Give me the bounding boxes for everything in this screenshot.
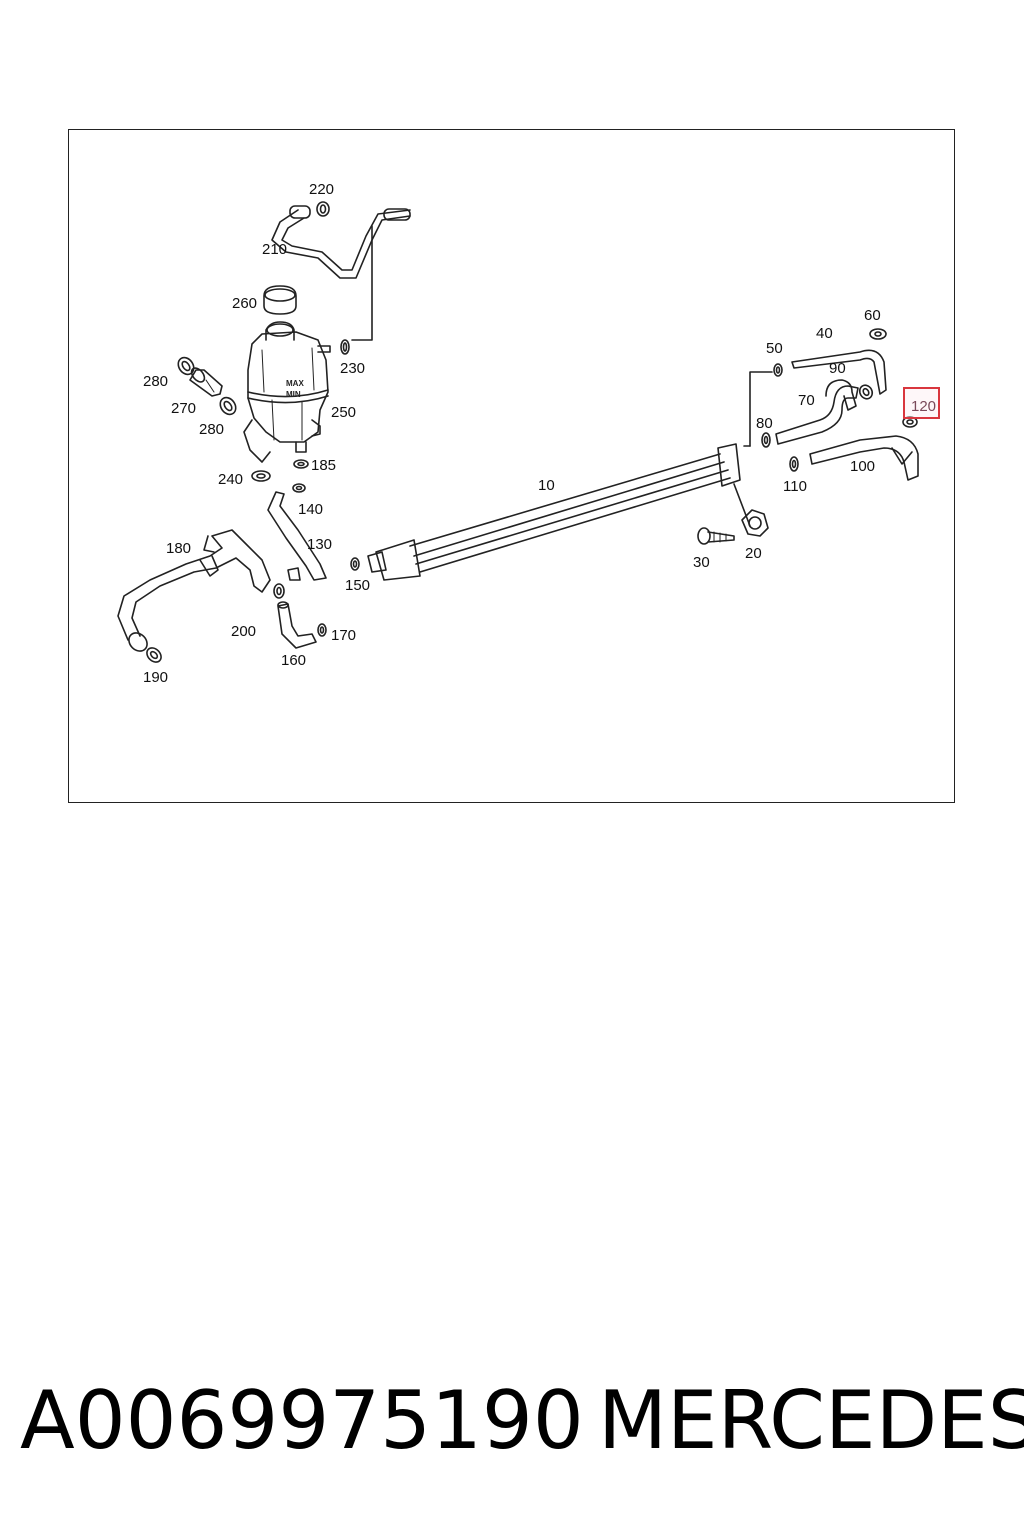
clamp-110	[789, 456, 799, 472]
clamp-80	[761, 432, 771, 448]
hose-end-190	[128, 632, 148, 652]
label-110: 110	[783, 478, 807, 495]
hose-180	[117, 529, 271, 641]
clamp-280-bottom	[219, 396, 237, 416]
label-80: 80	[756, 415, 773, 432]
label-50: 50	[766, 340, 783, 357]
label-260: 260	[232, 295, 257, 312]
clamp-230	[340, 339, 350, 355]
hose-270	[189, 367, 223, 397]
label-140: 140	[298, 501, 323, 518]
pipe-160	[277, 567, 317, 649]
clamp-90	[858, 384, 874, 400]
label-185: 185	[311, 457, 336, 474]
coolant-system-exploded-diagram: MAX MIN	[117, 181, 940, 686]
highlight-box-120	[903, 387, 940, 419]
label-120: 120	[911, 398, 936, 415]
label-150: 150	[345, 577, 370, 594]
label-100: 100	[850, 458, 875, 475]
label-70: 70	[798, 392, 815, 409]
clamp-190	[146, 647, 162, 663]
parts-diagram-frame	[68, 129, 955, 803]
part-number: A0069975190	[20, 1374, 584, 1467]
clamp-240	[251, 470, 271, 482]
label-60: 60	[864, 307, 881, 324]
label-280-top: 280	[143, 373, 168, 390]
clamp-185	[293, 459, 309, 469]
screw-30	[697, 527, 735, 545]
tank-max-mark: MAX	[286, 379, 304, 388]
hose-130	[267, 491, 327, 581]
label-10: 10	[538, 477, 555, 494]
label-250: 250	[331, 404, 356, 421]
bracket-20	[741, 509, 769, 537]
hose-100	[809, 435, 919, 481]
clamp-200	[273, 583, 285, 599]
clamp-170	[317, 623, 327, 637]
tank-min-mark: MIN	[286, 390, 301, 399]
label-210: 210	[262, 241, 287, 258]
label-180: 180	[166, 540, 191, 557]
label-220: 220	[309, 181, 334, 198]
label-130: 130	[307, 536, 332, 553]
label-160: 160	[281, 652, 306, 669]
hose-70	[775, 379, 859, 445]
brand-name: MERCEDES	[598, 1374, 1024, 1467]
label-240: 240	[218, 471, 243, 488]
clamp-220	[316, 201, 330, 217]
clamp-50	[773, 363, 783, 377]
cap-260	[263, 285, 297, 315]
label-30: 30	[693, 554, 710, 571]
label-200: 200	[231, 623, 256, 640]
expansion-tank-250	[243, 321, 331, 463]
label-230: 230	[340, 360, 365, 377]
clamp-150	[350, 557, 360, 571]
label-20: 20	[745, 545, 762, 562]
coolant-tube-assembly-10	[367, 371, 773, 581]
hose-40	[791, 349, 887, 395]
callout-labels: 10 20 30 40 50 60 70 80 90 100 110 120 1…	[143, 181, 936, 686]
clamp-140	[292, 483, 306, 493]
label-270: 270	[171, 400, 196, 417]
label-190: 190	[143, 669, 168, 686]
label-280-bottom: 280	[199, 421, 224, 438]
hose-210	[271, 205, 411, 341]
label-40: 40	[816, 325, 833, 342]
tank-level-marks: MAX MIN	[286, 379, 304, 399]
product-caption: A0069975190 MERCEDES	[20, 1366, 1024, 1476]
label-170: 170	[331, 627, 356, 644]
label-90: 90	[829, 360, 846, 377]
clamp-60	[869, 328, 887, 340]
